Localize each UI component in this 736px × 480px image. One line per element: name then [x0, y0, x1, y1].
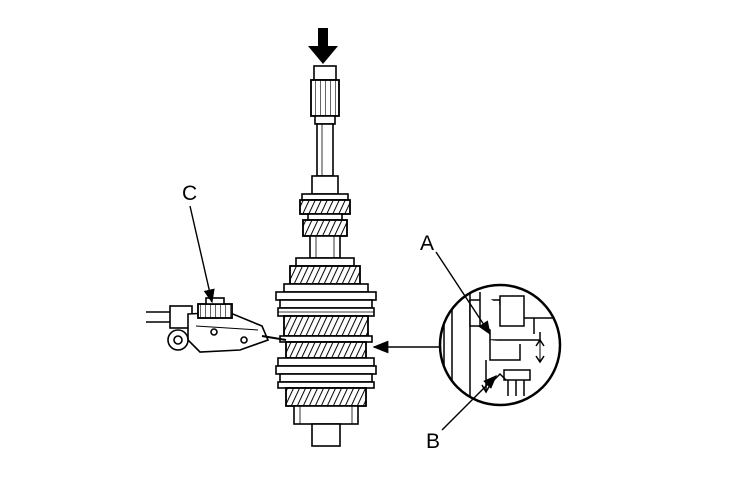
leader-line-c: [189, 205, 215, 304]
leader-line-a: [435, 251, 491, 336]
callout-label-c: C: [182, 182, 197, 205]
dial-indicator-tool: [146, 297, 287, 353]
press-arrow: [308, 28, 338, 64]
mainshaft: [299, 65, 351, 259]
gear-stack: [275, 257, 377, 447]
callout-label-b: B: [426, 430, 440, 453]
leader-line-b: [441, 375, 497, 431]
callout-label-a: A: [420, 232, 434, 255]
detail-circle: [438, 283, 562, 407]
